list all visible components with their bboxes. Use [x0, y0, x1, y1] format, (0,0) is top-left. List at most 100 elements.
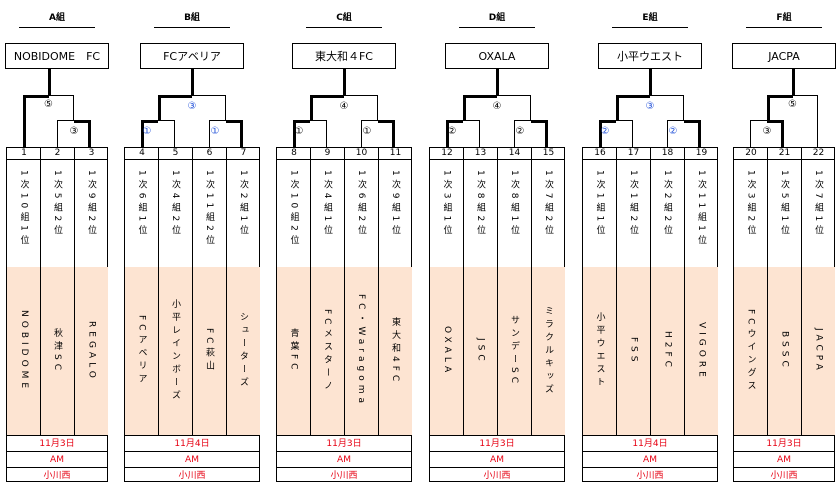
bracket-line [158, 120, 175, 147]
bracket-line [48, 95, 74, 120]
bracket-line [310, 120, 327, 147]
bracket-line [344, 95, 378, 120]
qualification: 1次9組1位 [379, 160, 412, 279]
match-venue: 小川西 [430, 467, 564, 483]
match-date: 11月4日 [125, 435, 259, 451]
qualification: 1次7組1位 [802, 160, 835, 279]
team-name-cell: 小平レインボーズ [159, 267, 192, 435]
round-label: ④ [339, 101, 349, 112]
qualification: 1次8組2位 [464, 160, 497, 279]
team-name: ミラクルキッズ [543, 305, 553, 397]
team-number: 3 [75, 148, 108, 160]
team-column: 15 1次7組2位ミラクルキッズ [531, 148, 565, 435]
match-venue: 小川西 [734, 467, 834, 483]
round-label: ② [600, 126, 610, 137]
team-name-cell: シューターズ [227, 267, 260, 435]
team-name-cell: 小平ウエスト [583, 267, 617, 435]
round-label: ② [447, 126, 457, 137]
bracket-line [496, 69, 499, 95]
qualification-text: 1次1組1位 [594, 170, 605, 239]
group-title-underline [746, 27, 822, 28]
round-label: ① [362, 126, 372, 137]
bracket-line [293, 120, 310, 147]
round-label: ⑤ [44, 99, 53, 110]
match-venue: 小川西 [7, 467, 107, 483]
bracket-line [47, 69, 51, 95]
bracket-line [792, 95, 818, 147]
team-name-cell: 秋津SC [41, 267, 74, 435]
winner-box: JACPA [732, 43, 836, 69]
round-label: ③ [762, 126, 772, 137]
match-date: 11月3日 [430, 435, 564, 451]
qualification-text: 1次8組2位 [475, 170, 485, 239]
team-name-cell: サンデーSC [498, 267, 531, 435]
team-number: 18 [651, 148, 684, 160]
round-label: ③ [645, 101, 655, 112]
bracket-line [750, 120, 767, 147]
qualification-text: 1次8組1位 [509, 170, 519, 239]
group-title: F組 [776, 13, 792, 23]
qualification: 1次3組1位 [430, 160, 464, 279]
match-date: 11月3日 [734, 435, 834, 451]
bracket-line [192, 95, 226, 120]
team-name-cell: FCアベリア [125, 267, 159, 435]
qualification: 1次2組2位 [651, 160, 684, 279]
team-name: BSSC [779, 331, 790, 371]
team-name: サンデーSC [509, 315, 519, 387]
round-label: ③ [69, 126, 79, 137]
team-number: 20 [734, 148, 768, 160]
qualification-text: 1次3組1位 [441, 170, 452, 239]
team-name-cell: FSS [617, 267, 650, 435]
qualification: 1次10組1位 [7, 160, 41, 279]
team-name: シューターズ [238, 312, 248, 390]
bracket-line [191, 69, 194, 95]
round-label: ⑤ [788, 99, 797, 110]
qualification: 1次6組2位 [345, 160, 378, 279]
bracket-line [649, 69, 652, 95]
team-name-cell: BSSC [768, 267, 801, 435]
team-name-cell: REGALO [75, 267, 108, 435]
team-name-cell: 青葉FC [277, 267, 311, 435]
team-name: 秋津SC [52, 328, 62, 374]
team-name: FC・Waragoma [356, 294, 366, 408]
team-name: FCアベリア [136, 315, 147, 387]
group-title-underline [19, 27, 95, 28]
group-title-underline [459, 27, 535, 28]
qualification-text: 1次2組2位 [662, 170, 672, 239]
team-number: 15 [532, 148, 565, 160]
team-number: 6 [193, 148, 226, 160]
bracket-line [57, 120, 74, 147]
qualification: 1次11組1位 [685, 160, 718, 279]
team-name-cell: 東大和4FC [379, 267, 412, 435]
bracket-line [226, 120, 243, 147]
group-title-underline [154, 27, 230, 28]
team-name: 小平ウエスト [594, 312, 605, 390]
team-name-cell: FCウイングス [734, 267, 768, 435]
match-time: AM [7, 451, 107, 467]
bracket-line [158, 95, 192, 120]
qualification-text: 1次4組2位 [170, 170, 180, 239]
team-number: 7 [227, 148, 260, 160]
team-name-cell: OXALA [430, 267, 464, 435]
qualification-text: 1次7組2位 [543, 170, 553, 239]
round-label: ③ [187, 101, 197, 112]
team-number: 17 [617, 148, 650, 160]
team-name: FC萩山 [204, 328, 214, 374]
team-number: 14 [498, 148, 531, 160]
match-date: 11月3日 [7, 435, 107, 451]
group-title: B組 [184, 13, 200, 23]
team-number: 19 [685, 148, 718, 160]
team-name-cell: VIGORE [685, 267, 718, 435]
match-time: AM [125, 451, 259, 467]
qualification: 1次6組1位 [125, 160, 159, 279]
team-name: 小平レインボーズ [170, 299, 180, 403]
group-title: D組 [488, 13, 506, 23]
